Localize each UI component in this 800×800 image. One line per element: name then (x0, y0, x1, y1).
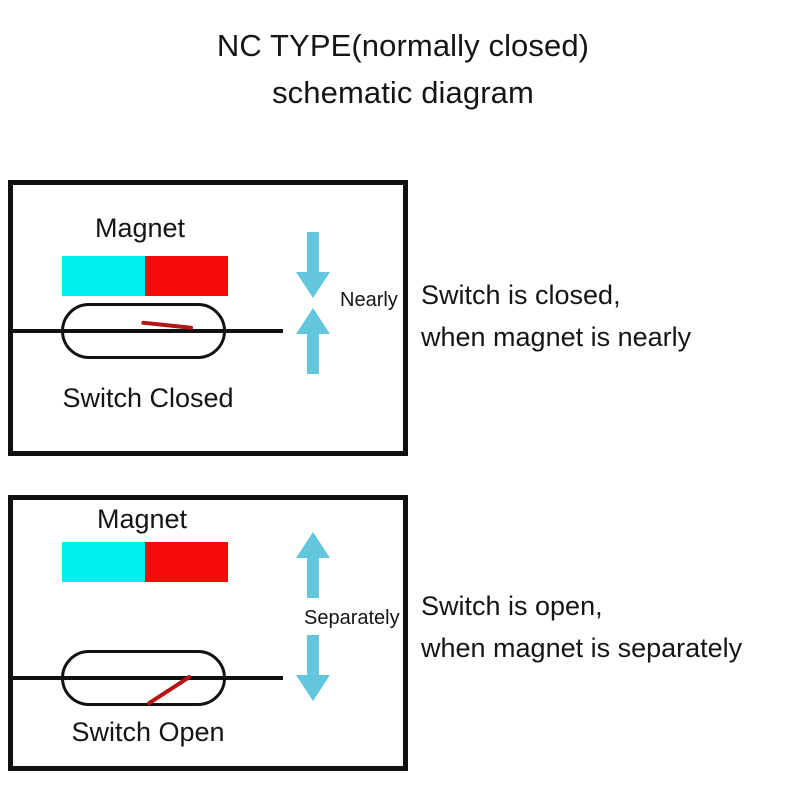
switch-caption-closed: Switch Closed (62, 383, 234, 413)
magnet-north-pole (62, 542, 145, 582)
description-closed-line-1: Switch is closed, (421, 280, 621, 310)
reed-switch-open (13, 650, 283, 706)
arrow-label-separately: Separately (304, 607, 400, 629)
reed-switch-closed (13, 303, 283, 359)
title-line-1: NC TYPE(normally closed) (216, 28, 590, 63)
magnet-label-open: Magnet (96, 504, 188, 534)
switch-caption-open: Switch Open (71, 717, 225, 747)
arrow-group-separately: Separately (292, 528, 412, 703)
description-open-line-1: Switch is open, (421, 591, 603, 621)
arrow-label-nearly: Nearly (340, 289, 398, 311)
description-closed: Switch is closed, when magnet is nearly (421, 274, 691, 358)
page-title: NC TYPE(normally closed) schematic diagr… (0, 22, 800, 116)
arrow-up-icon (292, 304, 334, 374)
arrow-group-nearly: Nearly (292, 232, 412, 374)
diagram-panel-switch-open (8, 495, 408, 771)
arrow-down-icon (292, 635, 334, 705)
magnet-south-pole (145, 256, 228, 296)
description-open: Switch is open, when magnet is separatel… (421, 585, 742, 669)
description-open-line-2: when magnet is separately (421, 633, 743, 663)
magnet-bar-closed (62, 256, 228, 296)
reed-capsule (61, 650, 226, 706)
magnet-label-closed: Magnet (94, 213, 186, 243)
magnet-north-pole (62, 256, 145, 296)
arrow-up-icon (292, 528, 334, 598)
title-line-2: schematic diagram (272, 75, 534, 110)
description-closed-line-2: when magnet is nearly (421, 322, 692, 352)
arrow-down-icon (292, 232, 334, 302)
magnet-south-pole (145, 542, 228, 582)
magnet-bar-open (62, 542, 228, 582)
reed-capsule (61, 303, 226, 359)
